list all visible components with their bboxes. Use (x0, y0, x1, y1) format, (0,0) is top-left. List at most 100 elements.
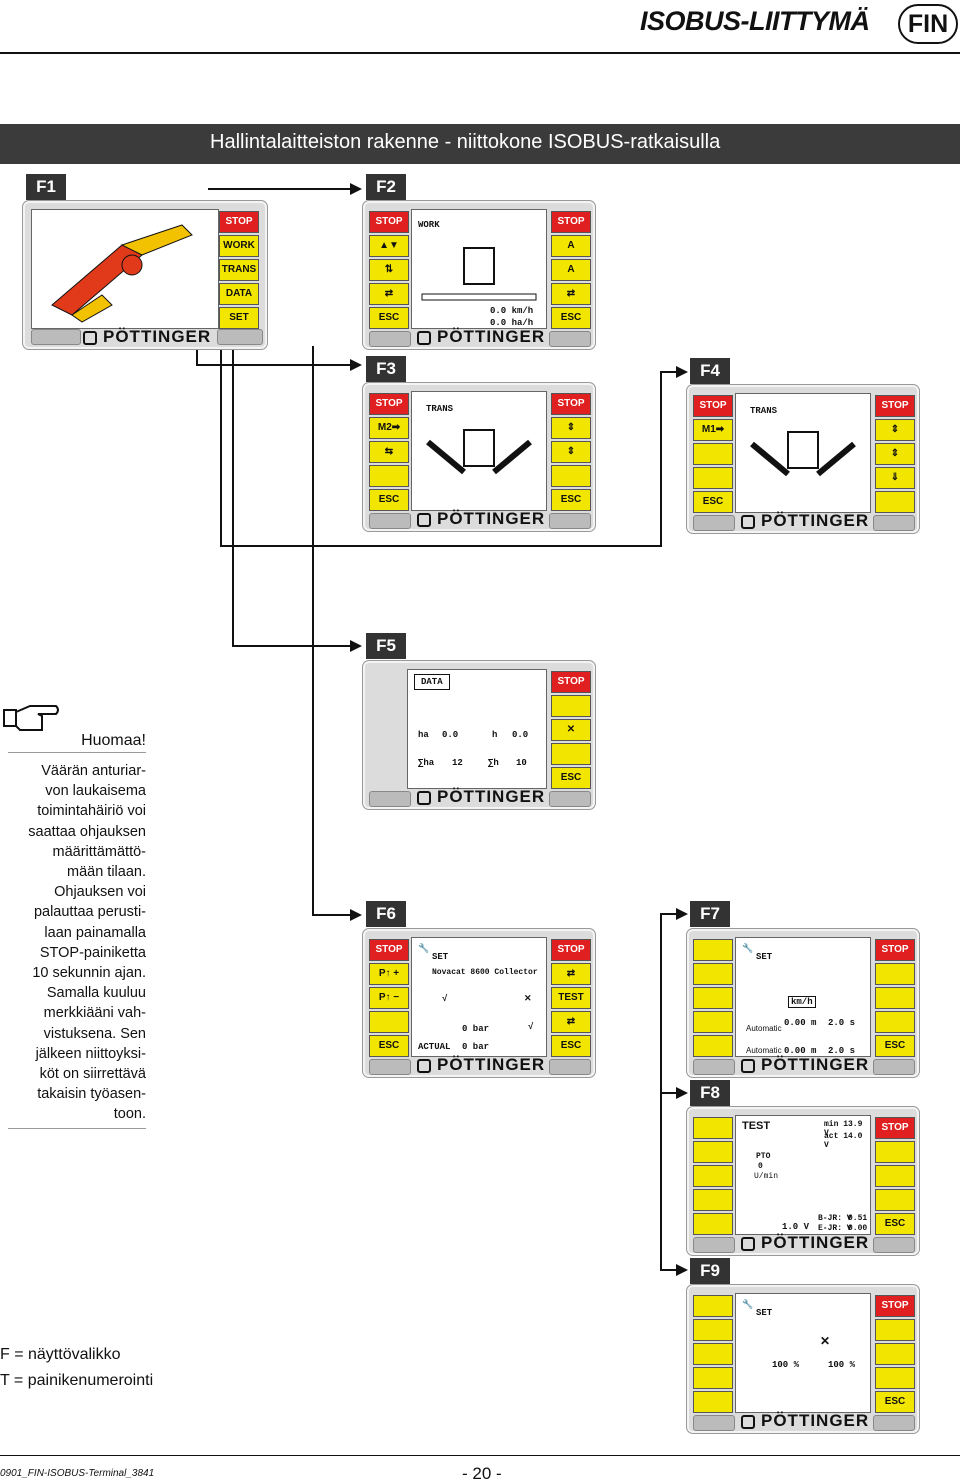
esc-button[interactable]: ESC (369, 1035, 409, 1057)
logo-mark-icon (83, 330, 97, 345)
blank-button[interactable] (693, 1295, 733, 1317)
pressure-plus-button[interactable]: P↑ + (369, 963, 409, 985)
blank-button[interactable] (693, 939, 733, 961)
stop-button[interactable]: STOP (551, 671, 591, 693)
blank-button[interactable] (875, 1367, 915, 1389)
trans-button[interactable]: TRANS (219, 259, 259, 281)
esc-button[interactable]: ESC (551, 307, 591, 329)
blank-button[interactable] (693, 1117, 733, 1139)
blank-button[interactable] (369, 1011, 409, 1033)
esc-button[interactable]: ESC (551, 489, 591, 511)
status-strip (549, 791, 591, 807)
brand-logo: PÖTTINGER (417, 327, 545, 347)
auto-left-button[interactable]: A (551, 235, 591, 257)
status-strip (693, 515, 735, 531)
blank-button[interactable] (693, 443, 733, 465)
logo-mark-icon (741, 1236, 755, 1251)
voltage-readout: 1.0 V (782, 1222, 810, 1232)
esc-button[interactable]: ESC (551, 767, 591, 789)
transport-button[interactable]: ⇆ (369, 441, 409, 463)
connector (196, 346, 198, 366)
blank-button[interactable] (693, 1319, 733, 1341)
lift-button[interactable]: ▲▼ (369, 235, 409, 257)
auto-right-button[interactable]: A (551, 259, 591, 281)
blank-button[interactable] (369, 465, 409, 487)
terminal-screen: 🔧 SET ✕ 100 % 100 % (735, 1293, 871, 1413)
esc-button[interactable]: ESC (875, 1213, 915, 1235)
mower-illustration (51, 224, 193, 323)
esc-button[interactable]: ESC (551, 1035, 591, 1057)
note-heading: Huomaa! (81, 732, 146, 749)
blank-button[interactable] (875, 963, 915, 985)
reset-button[interactable]: ✕ (551, 719, 591, 741)
blank-button[interactable] (875, 491, 915, 513)
pto-unit: U/min (754, 1172, 779, 1181)
set-button[interactable]: SET (219, 307, 259, 329)
stop-button[interactable]: STOP (875, 1295, 915, 1317)
stop-button[interactable]: STOP (875, 395, 915, 417)
connector (660, 913, 676, 915)
act-voltage: act 14.0 V (824, 1132, 863, 1150)
blank-button[interactable] (875, 1319, 915, 1341)
stop-button[interactable]: STOP (551, 211, 591, 233)
kmh-label: km/h (788, 996, 816, 1008)
blank-button[interactable] (693, 1343, 733, 1365)
blank-button[interactable] (875, 1343, 915, 1365)
m1-button[interactable]: M1➡ (693, 419, 733, 441)
blank-button[interactable] (693, 1367, 733, 1389)
blank-button[interactable] (875, 1011, 915, 1033)
fold-button[interactable]: ⇕ (551, 441, 591, 463)
stop-button[interactable]: STOP (875, 1117, 915, 1139)
lower-button[interactable]: ⇓ (875, 467, 915, 489)
stop-button[interactable]: STOP (551, 393, 591, 415)
blank-button[interactable] (693, 1035, 733, 1057)
note-line: Samalla kuuluu (46, 985, 146, 1002)
float-button[interactable]: ⇅ (369, 259, 409, 281)
stop-button[interactable]: STOP (875, 939, 915, 961)
automatic-label: Automatic (746, 1046, 782, 1055)
stop-button[interactable]: STOP (551, 939, 591, 961)
lock-button[interactable]: ⇕ (551, 417, 591, 439)
pressure-minus-button[interactable]: P↑ − (369, 987, 409, 1009)
terminal-f6: STOP P↑ + P↑ − ESC 🔧 SET Novacat 8600 Co… (362, 928, 596, 1078)
blank-button[interactable] (693, 1011, 733, 1033)
label-f1: F1 (26, 174, 66, 200)
blank-button[interactable] (693, 1391, 733, 1413)
connector (312, 914, 350, 916)
stop-button[interactable]: STOP (369, 211, 409, 233)
esc-button[interactable]: ESC (369, 489, 409, 511)
blank-button[interactable] (693, 1189, 733, 1211)
blank-button[interactable] (875, 1189, 915, 1211)
unlock-button[interactable]: ⇕ (875, 419, 915, 441)
blank-button[interactable] (693, 963, 733, 985)
blank-button[interactable] (693, 467, 733, 489)
stop-button[interactable]: STOP (369, 393, 409, 415)
blank-button[interactable] (875, 1165, 915, 1187)
conveyor-button[interactable]: ⇄ (369, 283, 409, 305)
blank-button[interactable] (693, 987, 733, 1009)
data-button[interactable]: DATA (219, 283, 259, 305)
blank-button[interactable] (551, 743, 591, 765)
test-button[interactable]: TEST (551, 987, 591, 1009)
conveyor-button[interactable]: ⇄ (551, 1011, 591, 1033)
work-button[interactable]: WORK (219, 235, 259, 257)
esc-button[interactable]: ESC (369, 307, 409, 329)
blank-button[interactable] (875, 1141, 915, 1163)
cross-conveyor-button[interactable]: ⇄ (551, 283, 591, 305)
esc-button[interactable]: ESC (875, 1035, 915, 1057)
esc-button[interactable]: ESC (693, 491, 733, 513)
blank-button[interactable] (693, 1141, 733, 1163)
esc-button[interactable]: ESC (875, 1391, 915, 1413)
stop-button[interactable]: STOP (693, 395, 733, 417)
stop-button[interactable]: STOP (369, 939, 409, 961)
collector-button[interactable]: ⇄ (551, 963, 591, 985)
blank-button[interactable] (551, 695, 591, 717)
blank-button[interactable] (551, 465, 591, 487)
blank-button[interactable] (693, 1213, 733, 1235)
stop-button[interactable]: STOP (219, 211, 259, 233)
terminal-f4: STOP M1➡ ESC TRANS STOP ⇕ ⇕ ⇓ PÖTTINGER (686, 384, 920, 534)
blank-button[interactable] (693, 1165, 733, 1187)
fold-button[interactable]: ⇕ (875, 443, 915, 465)
m2-button[interactable]: M2➡ (369, 417, 409, 439)
blank-button[interactable] (875, 987, 915, 1009)
